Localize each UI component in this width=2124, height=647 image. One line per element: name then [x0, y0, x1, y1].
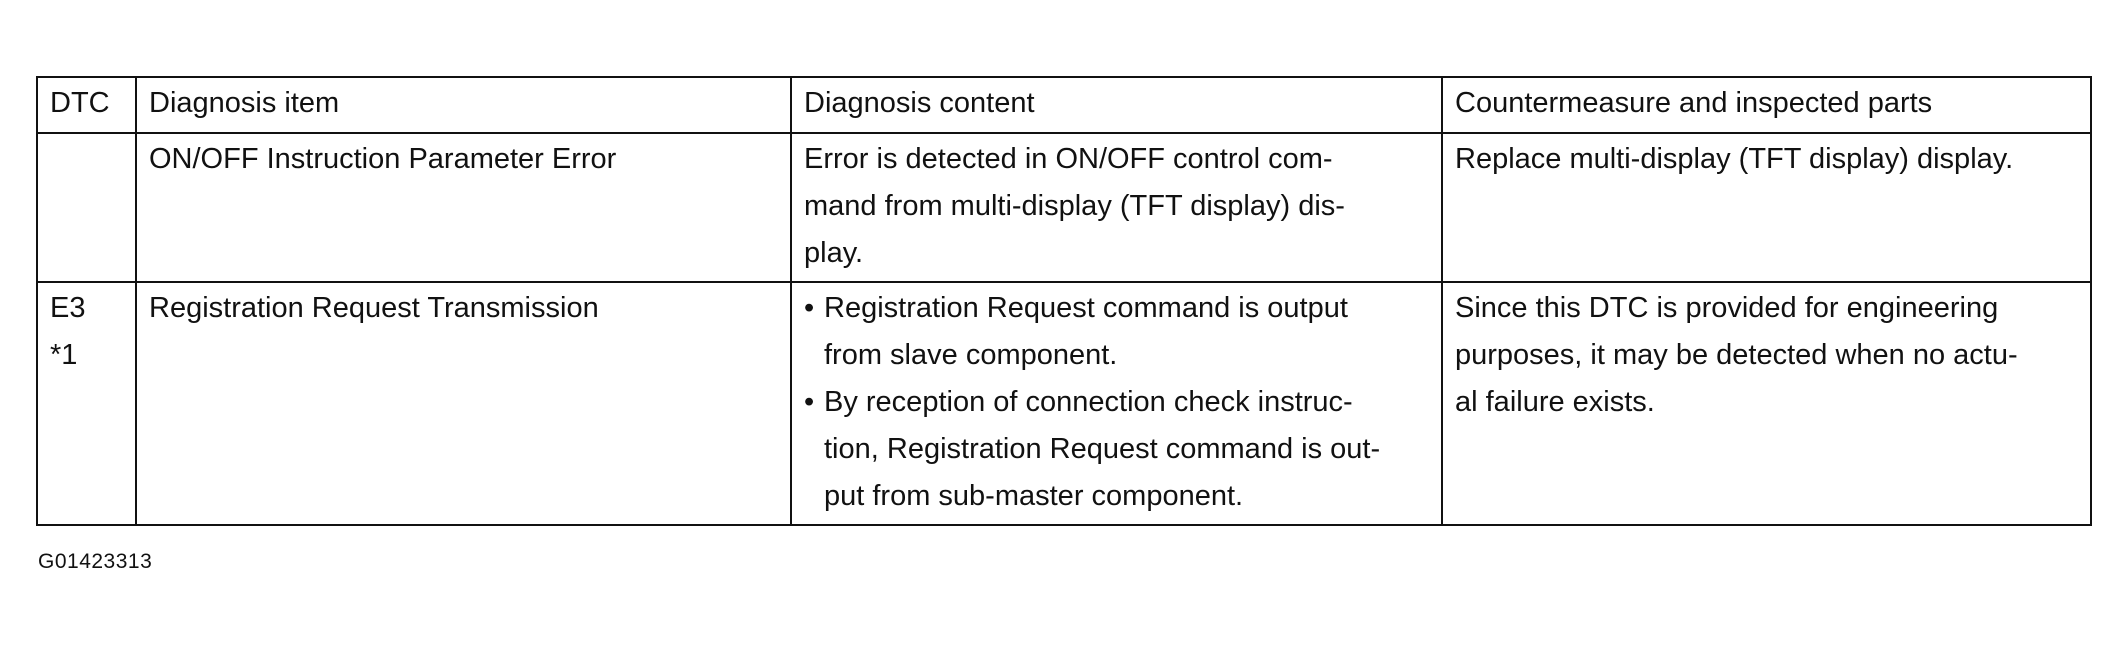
header-countermeasure: Countermeasure and inspected parts: [1441, 76, 2092, 134]
bullet-line: from slave component.: [824, 339, 1118, 371]
diagnosis-item-text: ON/OFF Instruction Parameter Error: [149, 143, 617, 175]
diagnosis-item-cell: ON/OFF Instruction Parameter Error: [135, 132, 792, 283]
table-row: ON/OFF Instruction Parameter Error Error…: [36, 132, 2092, 283]
bullet-line: put from sub-master component.: [824, 480, 1244, 512]
countermeasure-line: purposes, it may be detected when no act…: [1455, 339, 2018, 371]
diagnosis-content-cell: Error is detected in ON/OFF control com-…: [790, 132, 1443, 283]
diagnosis-content-bullet-list: • Registration Request command is output…: [804, 285, 1429, 520]
dtc-cell: [36, 132, 137, 283]
diagnosis-item-text: Registration Request Transmission: [149, 292, 599, 324]
bullet-item: • By reception of connection check instr…: [804, 379, 1429, 520]
countermeasure-cell: Replace multi-display (TFT display) disp…: [1441, 132, 2092, 283]
countermeasure-cell: Since this DTC is provided for engineeri…: [1441, 281, 2092, 526]
dtc-cell: E3 *1: [36, 281, 137, 526]
table-row: E3 *1 Registration Request Transmission …: [36, 281, 2092, 526]
countermeasure-line: al failure exists.: [1455, 386, 1655, 418]
diagnosis-content-line: mand from multi-display (TFT display) di…: [804, 190, 1345, 222]
table-header-row: DTC Diagnosis item Diagnosis content Cou…: [36, 76, 2092, 134]
diagnosis-content-line: Error is detected in ON/OFF control com-: [804, 143, 1333, 175]
bullet-item: • Registration Request command is output…: [804, 285, 1429, 379]
figure-id: G01423313: [38, 550, 153, 573]
dtc-footnote-marker: *1: [50, 339, 78, 371]
header-diagnosis-content: Diagnosis content: [790, 76, 1443, 134]
dtc-table-container: DTC Diagnosis item Diagnosis content Cou…: [36, 76, 2092, 526]
bullet-line: By reception of connection check instruc…: [824, 386, 1353, 418]
header-diagnosis-item: Diagnosis item: [135, 76, 792, 134]
diagnosis-item-cell: Registration Request Transmission: [135, 281, 792, 526]
countermeasure-line: Replace multi-display (TFT display) disp…: [1455, 143, 2014, 175]
bullet-line: Registration Request command is output: [824, 292, 1348, 324]
countermeasure-line: Since this DTC is provided for engineeri…: [1455, 292, 1999, 324]
diagnosis-content-cell: • Registration Request command is output…: [790, 281, 1443, 526]
bullet-line: tion, Registration Request command is ou…: [824, 433, 1381, 465]
diagnosis-content-line: play.: [804, 237, 864, 269]
dtc-table: DTC Diagnosis item Diagnosis content Cou…: [36, 76, 2092, 526]
bullet-icon: •: [804, 386, 815, 418]
dtc-code: E3: [50, 292, 86, 324]
header-dtc: DTC: [36, 76, 137, 134]
bullet-icon: •: [804, 292, 815, 324]
